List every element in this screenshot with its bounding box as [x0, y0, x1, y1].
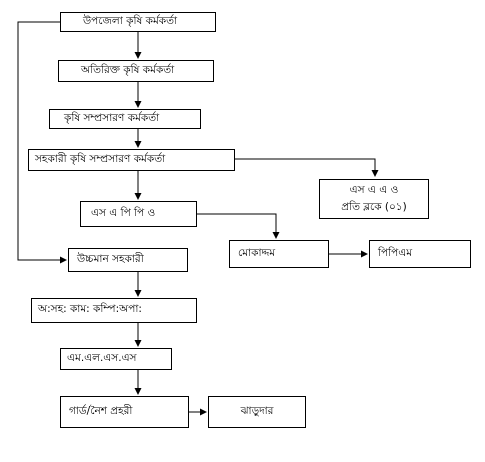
node-saao-line2: প্রতি ব্লকে (০১)	[341, 201, 407, 213]
node-assistant-extension-officer-label: সহকারী কৃষি সম্প্রসারণ কর্মকর্তা	[35, 152, 166, 165]
node-sapp: এস এ পি পি ও	[80, 201, 197, 227]
node-higher-assistant-label: উচ্চমান সহকারী	[77, 252, 144, 265]
node-additional-officer: অতিরিক্ত কৃষি কর্মকর্তা	[58, 60, 214, 82]
node-ppm: পিপিএম	[369, 240, 471, 268]
node-higher-assistant: উচ্চমান সহকারী	[68, 248, 188, 272]
node-sapp-label: এস এ পি পি ও	[91, 206, 156, 219]
node-mokaddem-label: মোকাদ্দম	[238, 246, 276, 259]
connector-upazila-higher-assistant	[17, 21, 67, 264]
node-saao: এস এ এ ও প্রতি ব্লকে (০১)	[319, 179, 429, 219]
node-sweeper: ঝাড়ুদার	[208, 396, 306, 428]
node-saao-line1: এস এ এ ও	[349, 184, 399, 196]
node-mokaddem: মোকাদ্দম	[229, 240, 329, 268]
node-upazila-officer: উপজেলা কৃষি কর্মকর্তা	[60, 12, 216, 32]
node-guard-label: গার্ড/নৈশ প্রহরী	[69, 404, 133, 417]
node-mlss-label: এম.এল.এস.এস	[67, 351, 137, 364]
node-additional-officer-label: অতিরিক্ত কৃষি কর্মকর্তা	[81, 63, 175, 76]
node-extension-officer: কৃষি সম্প্রসারণ কর্মকর্তা	[49, 109, 201, 129]
node-office-assistant-label: অ:সহ: কাম: কম্পি:অপা:	[38, 303, 142, 315]
node-office-assistant: অ:সহ: কাম: কম্পি:অপা:	[31, 298, 197, 323]
connector-assistant-saao	[235, 158, 379, 177]
node-upazila-officer-label: উপজেলা কৃষি কর্মকর্তা	[83, 14, 178, 27]
node-mlss: এম.এল.এস.এস	[60, 348, 172, 370]
node-guard: গার্ড/নৈশ প্রহরী	[60, 396, 189, 428]
node-sweeper-label: ঝাড়ুদার	[240, 404, 274, 417]
node-assistant-extension-officer: সহকারী কৃষি সম্প্রসারণ কর্মকর্তা	[28, 149, 235, 171]
connector-sapp-mokaddem	[197, 213, 280, 239]
node-extension-officer-label: কৃষি সম্প্রসারণ কর্মকর্তা	[64, 111, 160, 124]
node-ppm-label: পিপিএম	[378, 246, 413, 259]
